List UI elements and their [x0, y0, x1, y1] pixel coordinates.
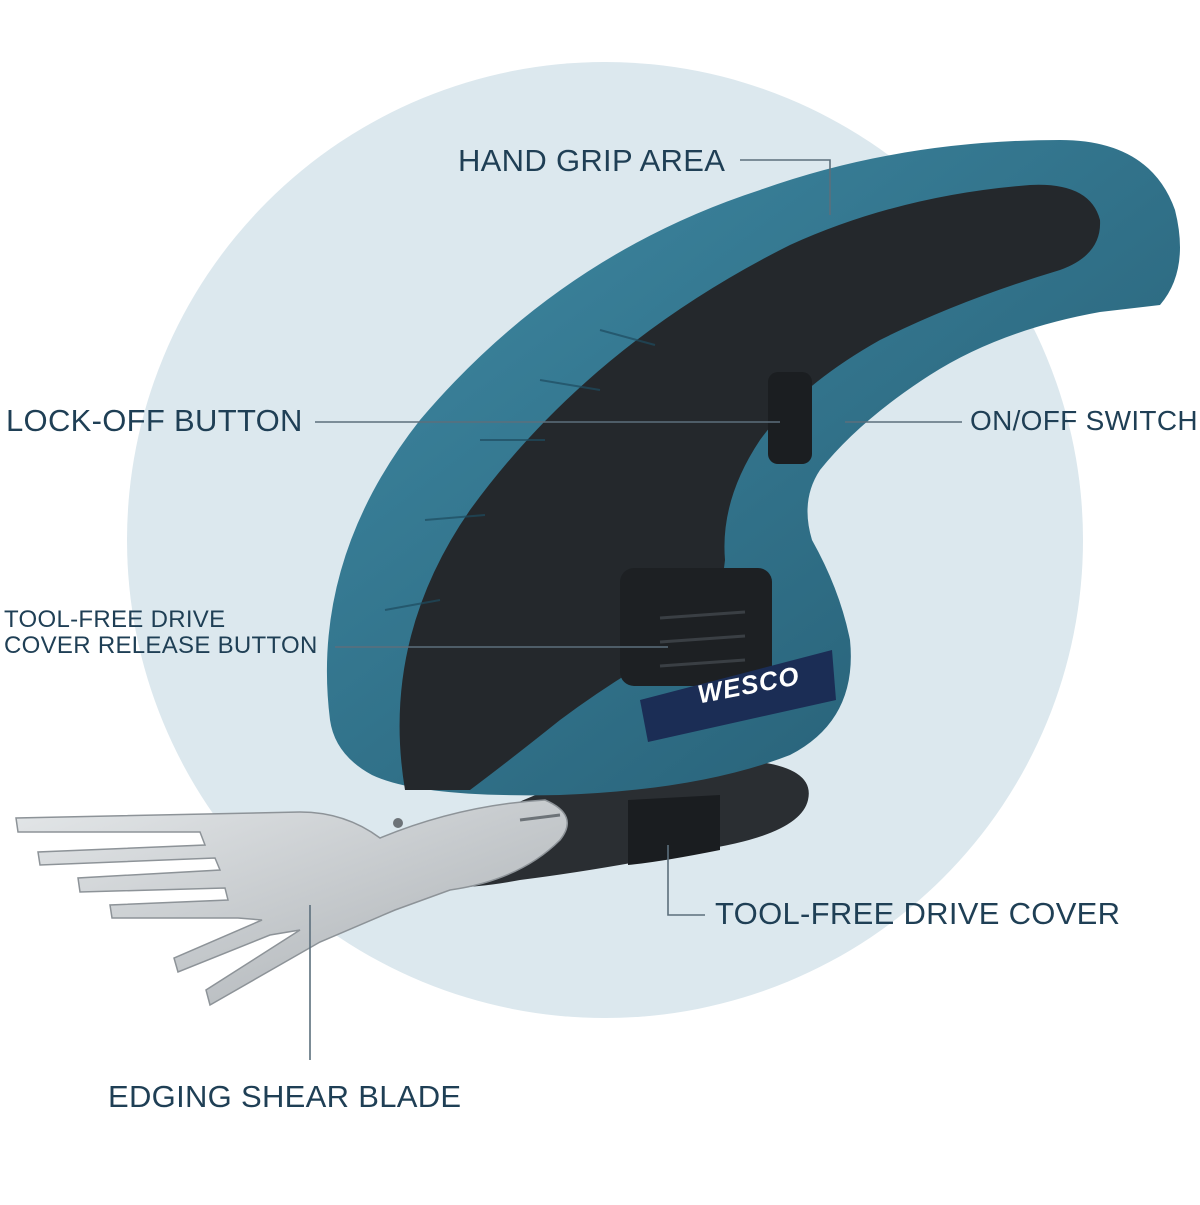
leader-hand-grip — [740, 159, 831, 215]
grip-panel — [399, 184, 1101, 790]
release-button-grooves — [659, 610, 746, 668]
cover-release-button[interactable] — [620, 568, 772, 686]
label-hand-grip-area: HAND GRIP AREA — [458, 143, 726, 178]
label-release-line2: COVER RELEASE BUTTON — [4, 632, 318, 659]
brand-plate — [640, 650, 836, 742]
on-off-switch[interactable] — [768, 372, 812, 464]
label-on-off-switch: ON/OFF SWITCH — [970, 405, 1198, 436]
label-drive-cover: TOOL-FREE DRIVE COVER — [715, 896, 1121, 931]
body-ridges — [384, 329, 656, 611]
label-lock-off-button: LOCK-OFF BUTTON — [6, 403, 303, 438]
label-edging-shear-blade: EDGING SHEAR BLADE — [108, 1079, 462, 1114]
drive-cover-plate — [628, 795, 720, 865]
leader-drive-cover — [667, 845, 705, 916]
edging-shear-blade — [15, 799, 569, 1007]
label-release-line1: TOOL-FREE DRIVE — [4, 606, 226, 633]
